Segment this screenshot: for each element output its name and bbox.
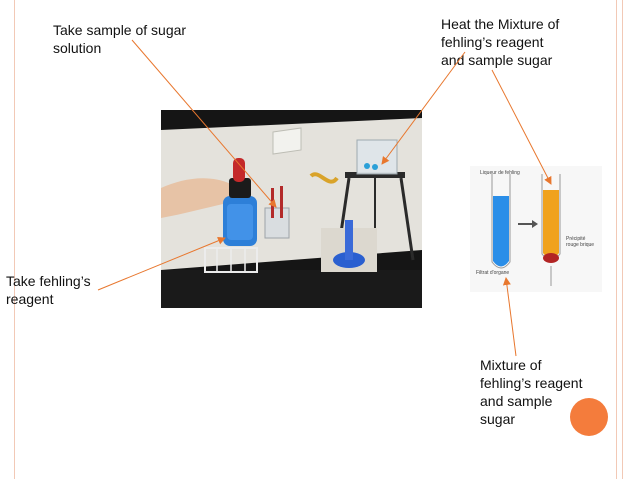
label-heat-mixture: Heat the Mixture of fehling’s reagent an… (441, 16, 560, 68)
test-tube-diagram: Liqueur de fehling Filtrat d'organe Préc… (470, 166, 602, 292)
slide-border-left (14, 0, 15, 479)
slide-border-right-a (616, 0, 617, 479)
arrow-heat-to-tube (491, 69, 552, 185)
label-take-fehling: Take fehling’s reagent (6, 273, 91, 307)
label-mixture: Mixture of fehling’s reagent and sample … (480, 357, 583, 427)
diagram-label-liqueur: Liqueur de fehling (480, 170, 520, 176)
arrow-heat-to-beaker (381, 51, 466, 165)
arrow-take-fehling (97, 236, 226, 291)
label-take-sample: Take sample of sugar solution (53, 22, 187, 56)
lab-photo (161, 110, 422, 308)
slide-border-right-b (622, 0, 623, 479)
arrow-mixture (502, 277, 517, 357)
lab-photo-illustration (161, 118, 422, 308)
diagram-label-precipite: Précipité rouge brique (566, 236, 595, 248)
diagram-label-filtrat: Filtrat d'organe (476, 270, 510, 276)
test-tube-drawing (491, 174, 561, 286)
arrow-take-sample (131, 39, 277, 208)
decorative-circle (570, 398, 608, 436)
